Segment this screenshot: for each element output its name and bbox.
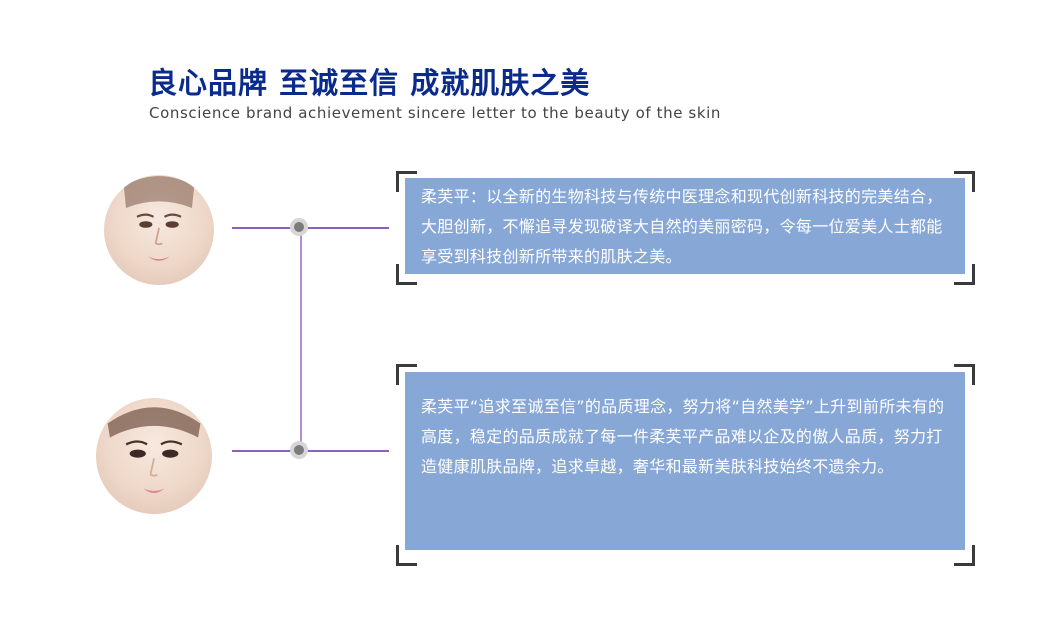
page-title: 良心品牌 至诚至信 成就肌肤之美 [148, 66, 591, 100]
panel-text: 柔芙平“追求至诚至信”的品质理念，努力将“自然美学”上升到前所未有的高度，稳定的… [421, 397, 945, 476]
bracket-corner [396, 364, 417, 385]
bracket-corner [954, 171, 975, 192]
bracket-corner [954, 264, 975, 285]
bracket-corner [954, 545, 975, 566]
bracket-corner [396, 545, 417, 566]
face-portrait-1 [104, 175, 214, 285]
panel-text: 柔芙平：以全新的生物科技与传统中医理念和现代创新科技的完美结合，大胆创新，不懈追… [421, 187, 943, 266]
bracket-corner [396, 171, 417, 192]
connector-vertical-line [300, 228, 302, 451]
connector-line-1 [232, 227, 389, 229]
text-panel-2: 柔芙平“追求至诚至信”的品质理念，努力将“自然美学”上升到前所未有的高度，稳定的… [405, 372, 965, 550]
text-panel-1: 柔芙平：以全新的生物科技与传统中医理念和现代创新科技的完美结合，大胆创新，不懈追… [405, 178, 965, 274]
bracket-corner [396, 264, 417, 285]
page-subtitle: Conscience brand achievement sincere let… [149, 104, 721, 122]
connector-node-1 [290, 218, 308, 236]
connector-line-2 [232, 450, 389, 452]
bracket-corner [954, 364, 975, 385]
connector-node-2 [290, 441, 308, 459]
face-portrait-2 [96, 398, 212, 514]
